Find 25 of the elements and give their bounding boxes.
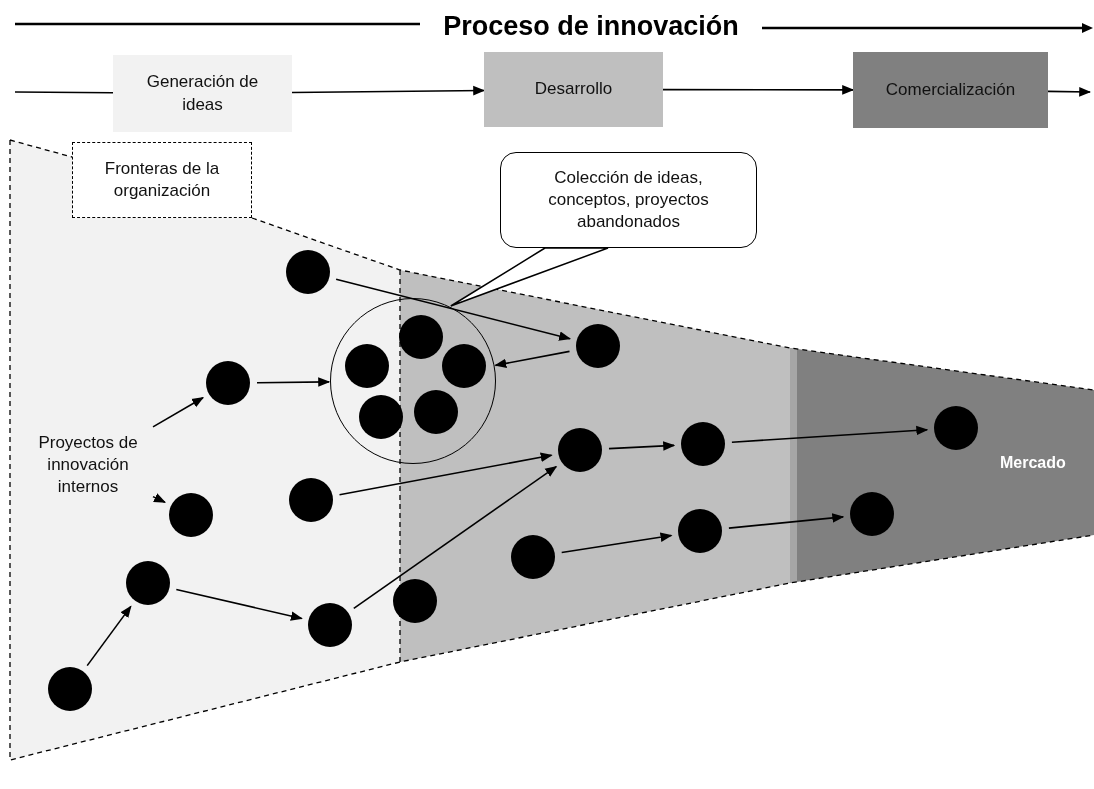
arrow: [560, 532, 673, 554]
callout-pointer: [450, 247, 609, 307]
arrow: [152, 493, 166, 504]
arrow: [662, 85, 855, 95]
boundary-label-box: Fronteras de la organización: [72, 142, 252, 218]
arrow: [152, 396, 205, 428]
arrow: [731, 425, 929, 443]
region-label: Mercado: [1000, 453, 1066, 473]
arrow: [175, 588, 303, 621]
arrow: [353, 465, 558, 610]
arrow: [86, 605, 132, 667]
arrow: [338, 452, 553, 496]
arrow: [608, 441, 676, 451]
arrow: [335, 278, 572, 341]
connector-line: [14, 91, 114, 94]
arrow: [291, 85, 486, 96]
arrow: [256, 377, 331, 387]
arrow: [1047, 87, 1092, 97]
process-box: Desarrollo: [484, 52, 663, 127]
annotation-text: Proyectos de innovación internos: [23, 422, 153, 508]
arrow: [494, 350, 571, 369]
title: Proceso de innovación: [442, 10, 740, 43]
arrow: [728, 513, 845, 529]
process-box: Comercialización: [853, 52, 1048, 128]
process-box: Generación de ideas: [113, 55, 292, 132]
